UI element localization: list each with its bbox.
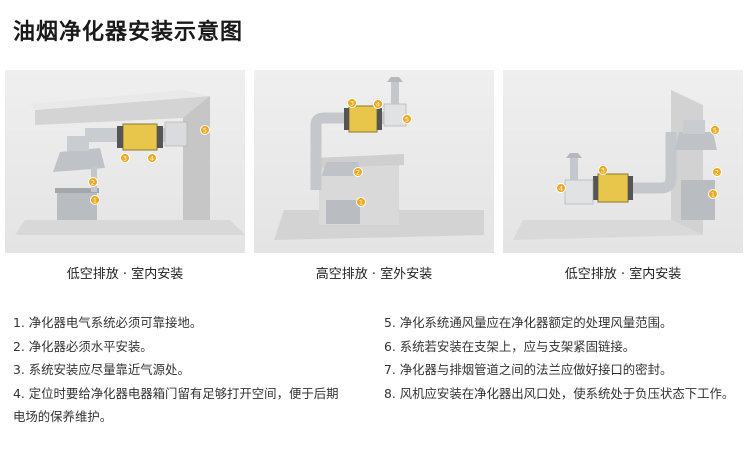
caption-panel-3: 低空排放 · 室内安装 (503, 263, 743, 282)
marker-number: 4 (559, 185, 563, 193)
marker-number: 5 (405, 116, 409, 124)
note-8: 8. 风机应安装在净化器出风口处，使系统处于负压状态下工作。 (384, 382, 734, 406)
page-title: 油烟净化器安装示意图 (13, 14, 243, 46)
diagram-panel-high-outdoor: 1 2 3 4 5 (254, 70, 494, 253)
marker-number: 1 (93, 197, 97, 205)
diagram-panel-low-indoor-1: 1 2 3 4 5 (5, 70, 245, 253)
marker-number: 4 (376, 101, 380, 109)
marker-number: 3 (601, 167, 605, 175)
caption-panel-1: 低空排放 · 室内安装 (5, 263, 245, 282)
note-6: 6. 系统若安装在支架上，应与支架紧固链接。 (384, 335, 734, 359)
notes-right: 5. 净化系统通风量应在净化器额定的处理风量范围。 6. 系统若安装在支架上，应… (384, 311, 734, 405)
markers-panel-3: 1 2 3 4 5 (503, 70, 743, 253)
notes-left: 1. 净化器电气系统必须可靠接地。 2. 净化器必须水平安装。 3. 系统安装应… (13, 311, 343, 429)
caption-panel-2: 高空排放 · 室外安装 (254, 263, 494, 282)
note-4: 4. 定位时要给净化器电器箱门留有足够打开空间，便于后期电场的保养维护。 (13, 382, 343, 429)
markers-panel-1: 1 2 3 4 5 (5, 70, 245, 253)
marker-number: 3 (123, 155, 127, 163)
marker-number: 5 (713, 127, 717, 135)
marker-number: 3 (350, 100, 354, 108)
note-7: 7. 净化器与排烟管道之间的法兰应做好接口的密封。 (384, 358, 734, 382)
marker-number: 2 (715, 169, 719, 177)
marker-number: 2 (356, 169, 360, 177)
marker-number: 5 (203, 127, 207, 135)
note-2: 2. 净化器必须水平安装。 (13, 335, 343, 359)
note-5: 5. 净化系统通风量应在净化器额定的处理风量范围。 (384, 311, 734, 335)
note-1: 1. 净化器电气系统必须可靠接地。 (13, 311, 343, 335)
note-3: 3. 系统安装应尽量靠近气源处。 (13, 358, 343, 382)
diagram-panel-low-indoor-2: 1 2 3 4 5 (503, 70, 743, 253)
marker-number: 1 (359, 199, 363, 207)
marker-number: 4 (150, 155, 154, 163)
marker-number: 1 (711, 191, 715, 199)
marker-number: 2 (91, 179, 95, 187)
markers-panel-2: 1 2 3 4 5 (254, 70, 494, 253)
